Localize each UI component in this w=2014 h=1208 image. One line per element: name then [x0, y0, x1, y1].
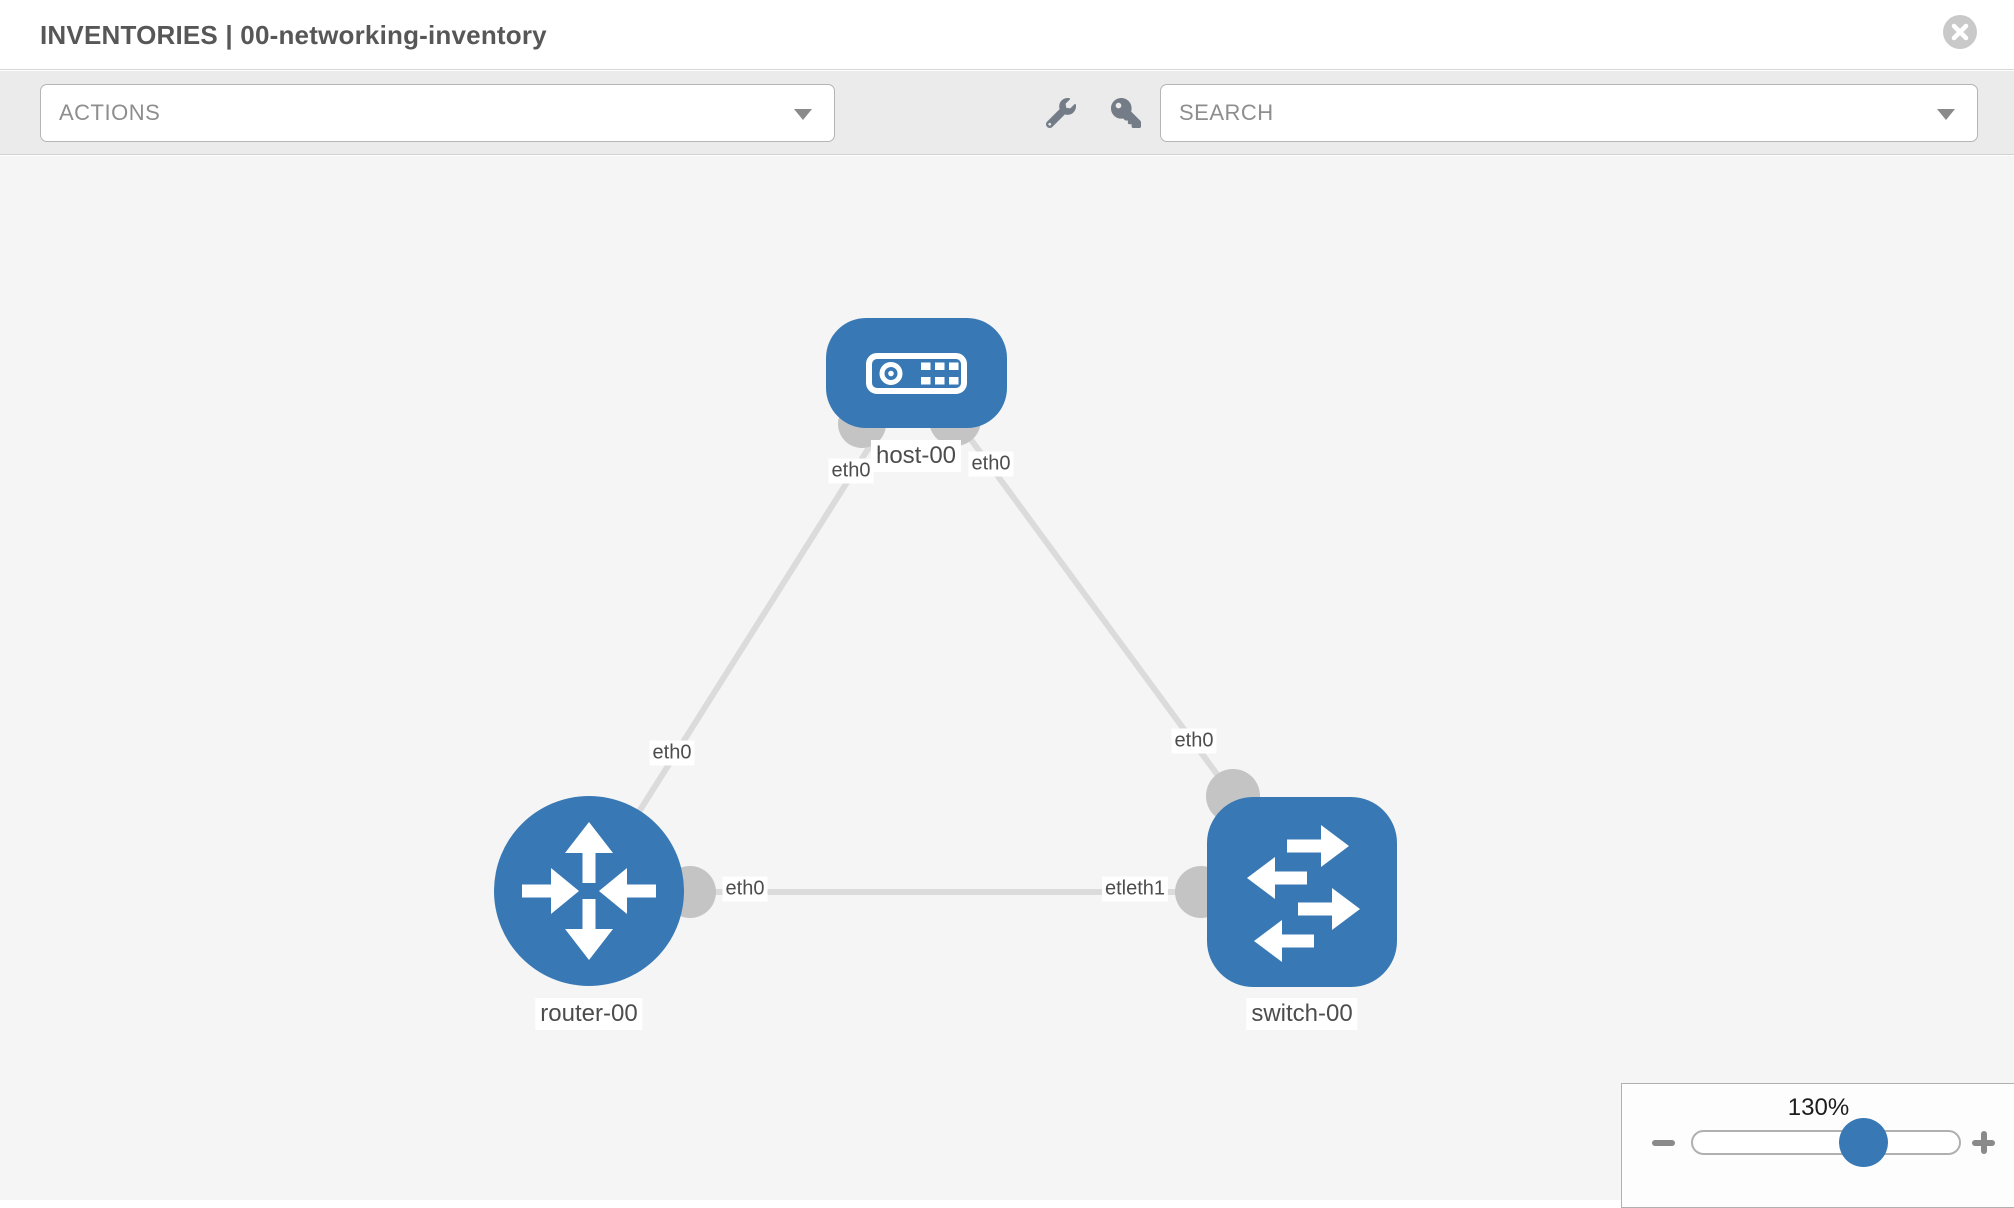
wrench-icon[interactable]: [1046, 98, 1076, 128]
topology-canvas[interactable]: host-00 router-00 switch-00 eth0 eth0 et…: [0, 156, 2014, 1200]
actions-dropdown-label: ACTIONS: [59, 100, 161, 125]
key-icon[interactable]: [1111, 98, 1141, 128]
router-icon: [522, 822, 656, 960]
interface-label: eth0: [1171, 728, 1217, 754]
switch-icon: [1247, 825, 1360, 962]
node-label-switch: switch-00: [1246, 998, 1358, 1030]
interface-label: eth0: [722, 876, 768, 902]
node-host-00[interactable]: [826, 318, 1007, 428]
close-icon[interactable]: [1943, 15, 1977, 49]
node-switch-00[interactable]: [1207, 797, 1397, 987]
toolbar: ACTIONS SEARCH: [0, 71, 2014, 155]
node-label-host: host-00: [870, 440, 962, 472]
zoom-level-value: 130%: [1787, 1094, 1850, 1121]
chevron-down-icon: [794, 109, 812, 120]
plus-icon: [1981, 1131, 1987, 1154]
interface-label: eth0: [828, 458, 874, 484]
node-router-00[interactable]: [494, 796, 684, 986]
host-icon: [866, 353, 967, 394]
interface-label: eth0: [649, 740, 695, 766]
zoom-out-button[interactable]: [1652, 1140, 1675, 1146]
zoom-slider-handle[interactable]: [1839, 1118, 1888, 1167]
chevron-down-icon: [1937, 109, 1955, 120]
breadcrumb-header: INVENTORIES | 00-networking-inventory: [0, 0, 2014, 70]
actions-dropdown[interactable]: ACTIONS: [40, 84, 835, 142]
zoom-slider-track[interactable]: [1691, 1118, 1961, 1167]
search-placeholder: SEARCH: [1179, 100, 1274, 125]
zoom-in-button[interactable]: [1972, 1131, 1995, 1154]
interface-label: etleth1: [1101, 876, 1169, 902]
interface-label: eth0: [968, 451, 1014, 477]
node-label-router: router-00: [535, 998, 643, 1030]
page-title: INVENTORIES | 00-networking-inventory: [40, 20, 547, 50]
interface-connectors: [664, 394, 1260, 918]
search-dropdown[interactable]: SEARCH: [1160, 84, 1978, 142]
zoom-panel: 130%: [1621, 1083, 2014, 1208]
minus-icon: [1652, 1140, 1675, 1146]
x-glyph: [1951, 23, 1969, 41]
